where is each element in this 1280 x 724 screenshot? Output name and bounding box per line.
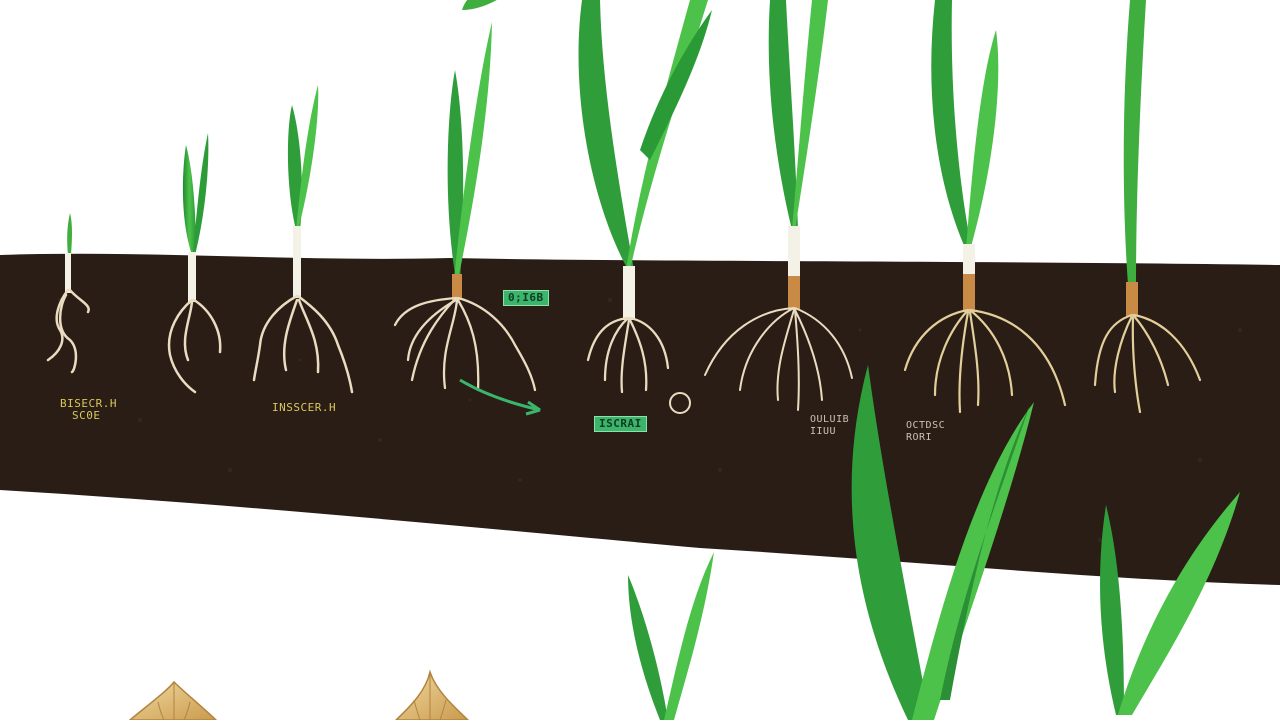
root-icon: [903, 308, 1067, 414]
root-icon: [46, 288, 90, 374]
tag-label-middle: ISCRAI: [594, 416, 647, 432]
stage-1-label: BISECR.H SC0E: [60, 398, 117, 422]
seedling-stage-4: [393, 0, 541, 416]
seedling-stage-1: [46, 213, 90, 374]
root-icon: [393, 296, 537, 392]
stage-6-label-line2: IIUU: [810, 426, 837, 437]
leaf-icon: [628, 575, 668, 720]
foreground-plant-right: [1100, 492, 1240, 715]
stage-1-label-line2: SC0E: [72, 409, 101, 422]
seedling-stage-5: [578, 0, 712, 414]
leaf-icon: [67, 213, 72, 255]
seedling-stage-3: [252, 85, 354, 394]
root-icon: [704, 307, 853, 411]
onion-bulb-icon: [127, 680, 218, 721]
leaf-icon: [287, 105, 302, 230]
root-icon: [1093, 313, 1202, 414]
stage-1-label-line1: BISECR.H: [60, 397, 117, 410]
seedling-stage-7: [903, 0, 1067, 414]
stage-7-label-line1: OCTDSC: [906, 420, 946, 431]
stage-7-label-line2: RORI: [906, 432, 933, 443]
tag-label-top: 0;I6B: [503, 290, 549, 306]
onion-bulb-icon: [394, 669, 470, 721]
leaf-icon: [851, 365, 930, 720]
stage-6-label: OULUIB IIUU: [810, 414, 849, 438]
stage-3-label: INSSCER.H: [272, 401, 337, 414]
leaf-icon: [1100, 505, 1124, 715]
stage-6-label-line1: OULUIB: [810, 414, 850, 425]
foreground-plant-center: [851, 365, 1034, 720]
seedling-stage-8: [1093, 0, 1202, 414]
leaf-icon: [578, 0, 634, 270]
arrow-icon: [459, 378, 541, 416]
root-icon: [586, 316, 670, 394]
root-icon: [252, 294, 354, 394]
leaf-icon: [931, 0, 972, 250]
seedling-stage-6: [704, 0, 853, 411]
leaf-icon: [1123, 0, 1146, 285]
stage-7-label: OCTDSC RORI: [906, 420, 945, 444]
leaf-icon: [182, 145, 196, 255]
root-icon: [167, 298, 222, 394]
seedling-stage-2: [167, 133, 222, 394]
magnifier-icon: [669, 392, 691, 414]
leaf-icon: [768, 0, 798, 230]
foreground-plant-left: [628, 552, 714, 720]
leaf-icon: [447, 70, 464, 280]
